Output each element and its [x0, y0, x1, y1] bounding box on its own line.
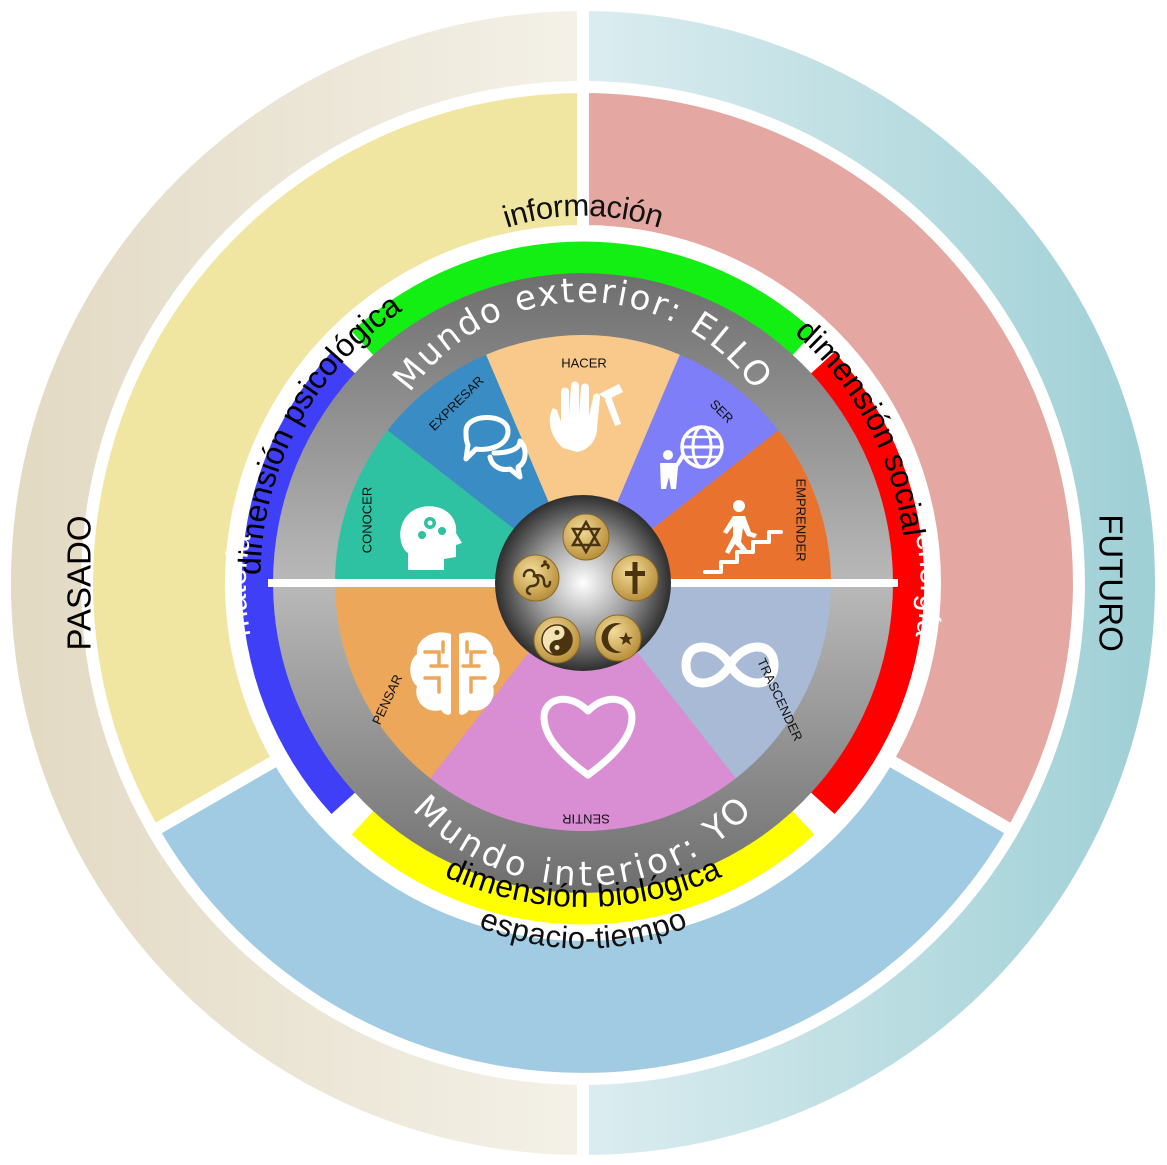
person-globe-icon [660, 425, 724, 489]
religion-symbols [512, 513, 659, 664]
emprender-label: EMPRENDER [794, 478, 809, 561]
band-espacio-tiempo [351, 791, 815, 925]
band-materia [241, 352, 376, 814]
crescent-star-icon [594, 614, 642, 662]
segment-hacer [486, 334, 680, 583]
head-gears-icon [400, 506, 462, 570]
om-icon [512, 554, 560, 602]
band-ring [241, 241, 925, 925]
energia-label: energía [908, 530, 948, 642]
past-label: PASADO [61, 515, 98, 650]
hacer-label: HACER [561, 355, 607, 370]
materia-label: materia [218, 530, 258, 640]
brain-icon [410, 632, 500, 715]
yin-yang-icon [533, 616, 581, 664]
heart-icon [540, 695, 636, 779]
infinity-icon [681, 642, 779, 688]
star-of-david-icon [562, 513, 610, 561]
conocer-label: CONOCER [359, 487, 374, 553]
band-energia [791, 352, 925, 814]
speech-bubbles-icon [463, 415, 528, 480]
hand-hammer-icon [549, 381, 623, 452]
sentir-label: SENTIR [562, 812, 610, 827]
cross-icon [611, 554, 659, 602]
band-informacion [351, 241, 815, 376]
segment-icons [400, 381, 783, 779]
stairs-walker-icon [703, 500, 783, 574]
future-label: FUTURO [1092, 514, 1129, 651]
